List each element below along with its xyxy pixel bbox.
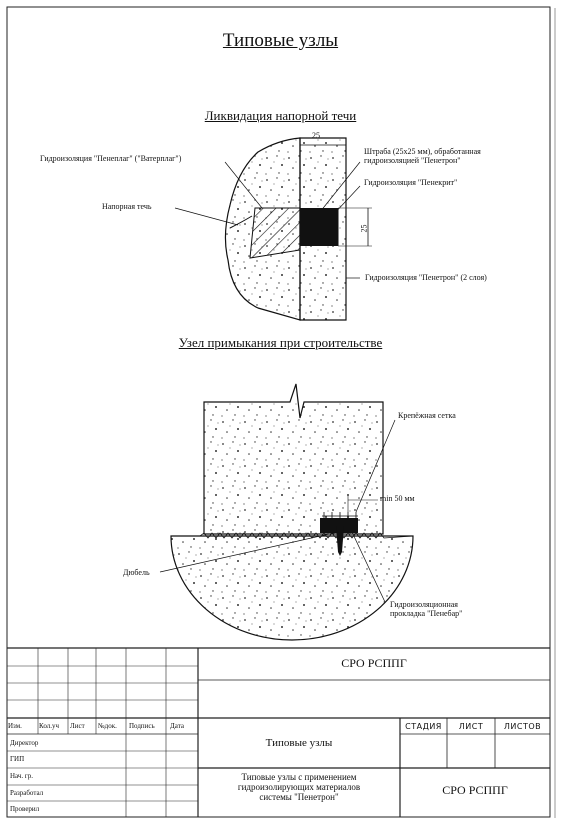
stamp-org-bottom: СРО РСППГ (442, 783, 508, 797)
dim-width-label: 25 (312, 131, 320, 140)
stamp-header-date: Дата (170, 722, 184, 730)
label-gasket-2: прокладка "Пенебар" (390, 609, 463, 618)
section-title-leak: Ликвидация напорной течи (204, 108, 357, 123)
label-penetron: Гидроизоляция "Пенетрон" (2 слоя) (365, 273, 487, 282)
stamp-header-izm: Изм. (8, 722, 22, 730)
stamp-desc-1: Типовые узлы с применением (241, 772, 357, 782)
stamp-role-head: Нач. гр. (10, 772, 34, 780)
stamp-role-gip: ГИП (10, 755, 25, 763)
label-min: min 50 мм (380, 494, 415, 503)
stamp-header-kolvo: Кол.уч (39, 722, 59, 730)
page-title: Типовые узлы (222, 30, 339, 51)
stamp-header-list: Лист (70, 722, 85, 730)
stamp-role-checker: Проверил (10, 805, 40, 813)
title-block (7, 647, 550, 817)
label-plug: Гидроизоляция "Пенеплаг" ("Ватерплаг") (40, 154, 182, 163)
junction-detail (159, 383, 414, 641)
leak-crack (229, 215, 253, 229)
plug-hatch (249, 207, 301, 259)
stamp-title: Типовые узлы (265, 737, 333, 749)
stamp-role-director: Директор (10, 739, 39, 747)
stamp-header-ndok: №док. (98, 722, 117, 730)
stamp-org-top: СРО РСППГ (341, 656, 407, 670)
leak-detail (174, 137, 372, 321)
stamp-sheet-header: ЛИСТ (458, 722, 484, 731)
upper-wall (203, 383, 384, 535)
label-dowel: Дюбель (123, 568, 150, 577)
label-mesh: Крепёжная сетка (398, 411, 456, 420)
stamp-desc-2: гидроизолирующих материалов (237, 782, 361, 792)
stamp-desc-3: системы "Пенетрон" (259, 792, 339, 802)
sheet-frame (6, 6, 551, 818)
label-penekrit: Гидроизоляция "Пенекрит" (364, 178, 458, 187)
label-leak: Напорная течь (102, 202, 152, 211)
label-groove-1: Штраба (25x25 мм), обработанная (364, 147, 481, 156)
mounting-mesh (322, 512, 358, 520)
stamp-stage-header: СТАДИЯ (405, 722, 442, 731)
foundation-slab (170, 535, 414, 641)
section-title-junction: Узел примыкания при строительстве (178, 335, 383, 350)
dim-height-label: 25 (359, 224, 369, 233)
dowel (336, 526, 344, 556)
stamp-header-signature: Подпись (129, 722, 155, 730)
stamp-sheets-header: ЛИСТОВ (503, 722, 542, 731)
gasket-penebar (320, 518, 358, 533)
label-groove-2: гидроизоляцией "Пенетрон" (364, 156, 461, 165)
stamp-role-developer: Разработал (10, 789, 44, 797)
label-gasket-1: Гидроизоляционная (390, 600, 458, 609)
penekrit-block (300, 208, 338, 246)
